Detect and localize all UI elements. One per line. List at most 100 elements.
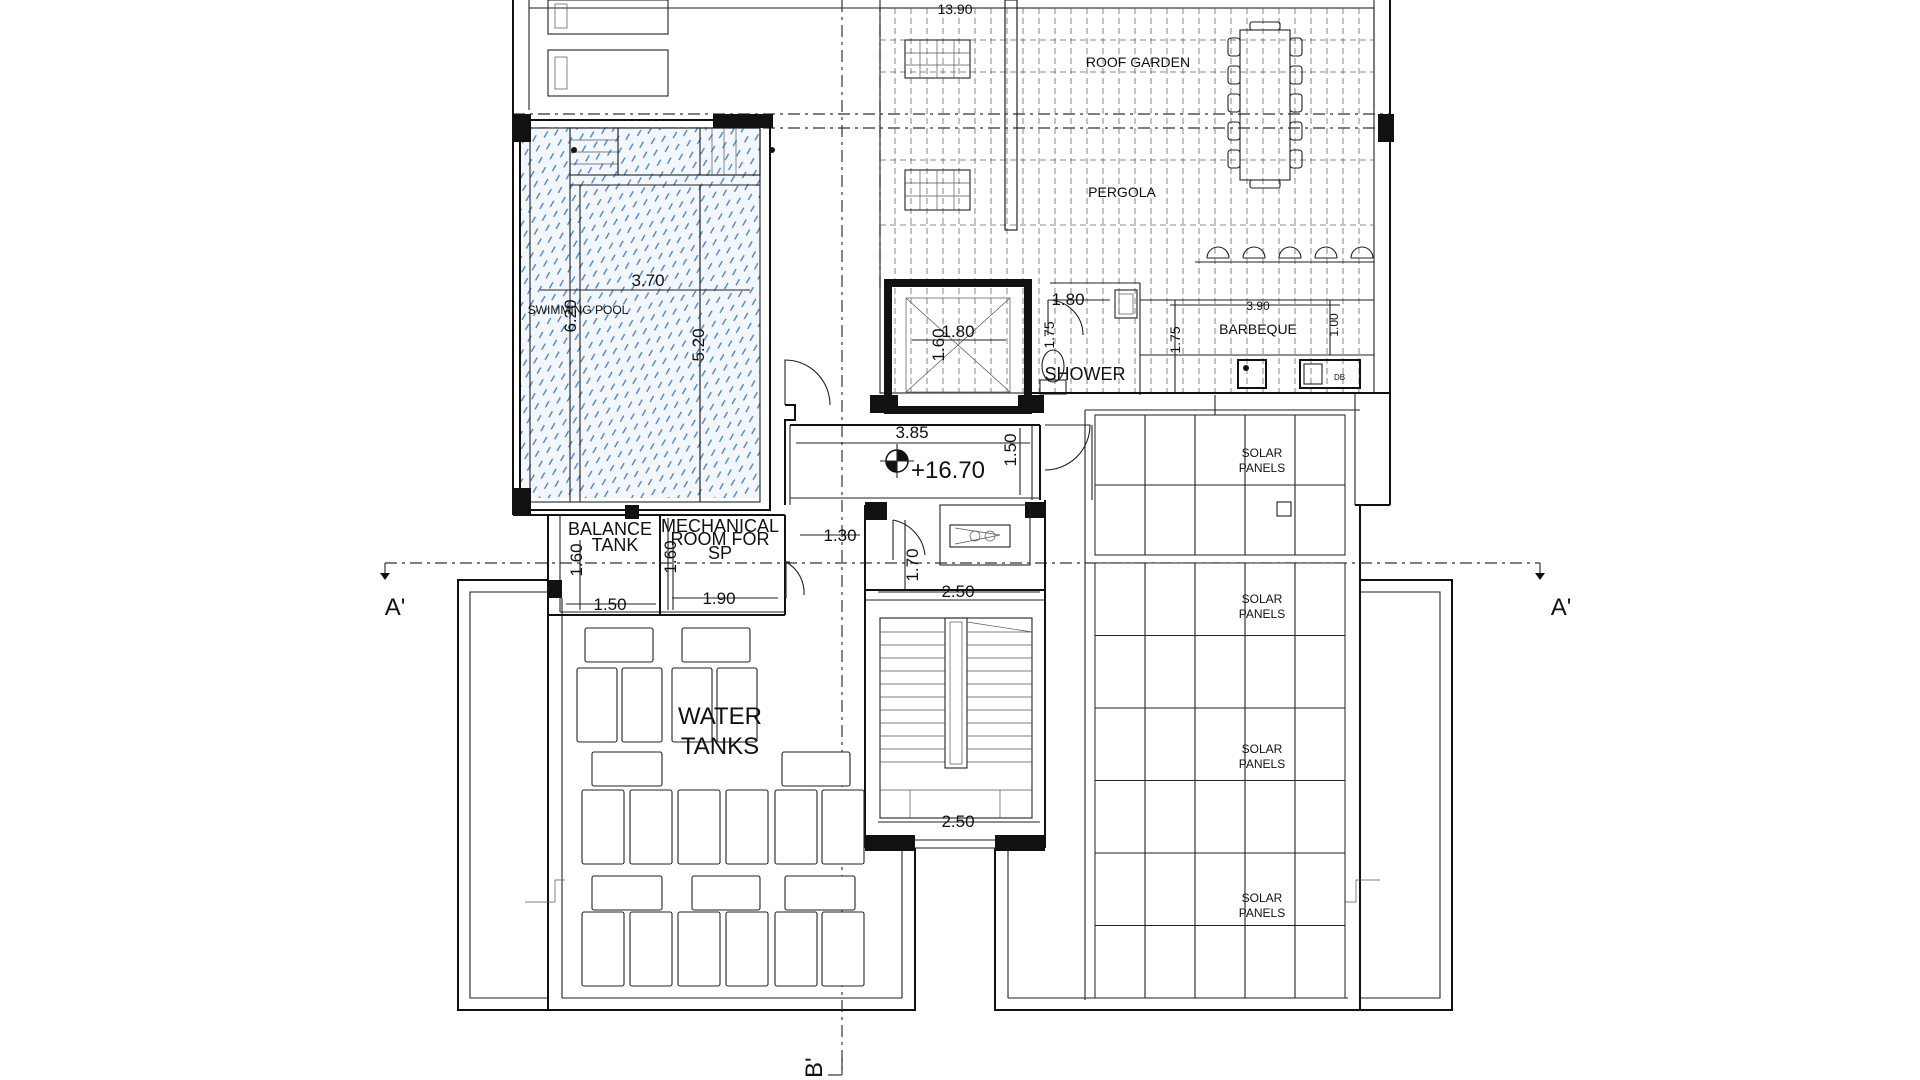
lift-shaft: 1.80 1.60: [870, 279, 1044, 414]
chair: [1289, 149, 1303, 169]
dim-mech-depth: 1.60: [661, 540, 680, 573]
water-tank: [774, 789, 818, 865]
dim-shower-width: 1.80: [1051, 290, 1084, 309]
chair: [1289, 37, 1303, 57]
balance-tank-label-1: BALANCE: [568, 519, 652, 539]
solar-panels-4-label-2: PANELS: [1239, 906, 1285, 920]
water-tank: [581, 911, 625, 987]
bar-stool: [1350, 246, 1374, 259]
chair: [1249, 179, 1281, 189]
landing: 3.85 1.50 +16.70: [784, 359, 1093, 505]
water-tank: [629, 911, 673, 987]
barbeque-label: BARBEQUE: [1219, 321, 1297, 337]
water-tank: [584, 627, 654, 663]
balance-tank-label-2: TANK: [592, 535, 639, 555]
dim-bbq-width: 3.90: [1246, 299, 1270, 313]
chair: [1289, 65, 1303, 85]
water-tank: [671, 667, 713, 743]
chair: [1227, 121, 1241, 141]
section-marker-bottom: B': [801, 1057, 828, 1078]
dim-landing-width: 3.85: [895, 423, 928, 442]
water-tank: [774, 911, 818, 987]
water-tank: [725, 911, 769, 987]
section-marker-left: A': [385, 594, 406, 621]
solar-panels-1-label-1: SOLAR: [1242, 446, 1283, 460]
pergola-area: ROOF GARDEN PERGOLA 13.90: [879, 0, 1375, 394]
lounger-top: [904, 39, 971, 79]
dim-pool-length-outer: 6.20: [561, 299, 580, 332]
dim-pool-length-inner: 5.20: [689, 328, 708, 361]
shower-label: SHOWER: [1045, 364, 1126, 384]
shower-area: 1.80 1.75 SHOWER: [1039, 282, 1141, 395]
water-tank: [576, 667, 618, 743]
solar-panels-2-label-1: SOLAR: [1242, 592, 1283, 606]
dim-pool-width: 3.70: [631, 271, 664, 290]
level-marker: +16.70: [911, 457, 985, 484]
section-marker-right: A': [1551, 594, 1572, 621]
chair: [1289, 121, 1303, 141]
dim-lift-depth: 1.60: [929, 328, 948, 361]
solar-panels-3-label-2: PANELS: [1239, 757, 1285, 771]
water-tank: [691, 875, 761, 911]
dim-stair-void: 1.70: [903, 548, 922, 581]
solar-panels-4-label-1: SOLAR: [1242, 891, 1283, 905]
dim-lift-width: 1.80: [941, 322, 974, 341]
bar-stool: [1314, 246, 1338, 259]
barbeque-area: 3.90 BARBEQUE 1.75 1.00 DB: [1028, 299, 1390, 420]
bar-stool: [1278, 246, 1302, 259]
water-tanks-label-1: WATER: [678, 703, 762, 730]
water-tank: [621, 667, 663, 743]
roof-garden-label: ROOF GARDEN: [1086, 54, 1190, 70]
right-planter: [994, 505, 1453, 1011]
bar-stool: [1206, 246, 1230, 259]
mech-room-label-2: ROOM FOR: [671, 529, 770, 549]
water-tank: [781, 751, 851, 787]
mech-room-label-1: MECHANICAL: [661, 516, 779, 536]
dim-bbq-depth-right: 1.00: [1327, 313, 1341, 337]
dim-bbq-depth-left: 1.75: [1167, 326, 1183, 353]
dim-balance-depth: 1.60: [567, 543, 586, 576]
solar-panels-2-label-2: PANELS: [1239, 607, 1285, 621]
water-tank: [821, 789, 865, 865]
chair: [1289, 93, 1303, 113]
water-tanks-area: WATER TANKS: [576, 627, 865, 987]
staircase: 2.50 2.50: [864, 500, 1046, 851]
water-tank: [581, 789, 625, 865]
water-tanks-label-2: TANKS: [681, 733, 759, 760]
dim-stair-width-top: 2.50: [941, 582, 974, 601]
water-tank: [821, 911, 865, 987]
solar-panels-1-label-2: PANELS: [1239, 461, 1285, 475]
water-tank: [716, 667, 758, 743]
swimming-pool: 3.70 SWIMMING POOL 6.20 5.20: [513, 114, 1394, 519]
dim-mech-width: 1.90: [702, 589, 735, 608]
left-planter: [457, 515, 916, 1011]
dim-top-width: 13.90: [937, 1, 972, 17]
lounger-bottom: [904, 169, 971, 211]
water-tank: [784, 875, 856, 911]
water-tank: [591, 751, 663, 787]
dim-landing-small: 1.30: [823, 526, 856, 545]
chair: [1227, 93, 1241, 113]
swimming-pool-label: SWIMMING POOL: [528, 303, 629, 317]
dim-stair-width-bottom: 2.50: [941, 812, 974, 831]
water-tank: [591, 875, 663, 911]
pergola-label: PERGOLA: [1088, 184, 1156, 200]
dim-landing-depth: 1.50: [1001, 433, 1020, 466]
bar-stool: [1242, 246, 1266, 259]
water-tank: [681, 627, 751, 663]
service-rooms: BALANCE TANK MECHANICAL ROOM FOR SP 1.60…: [547, 502, 1045, 616]
bar-stools: [1195, 246, 1374, 263]
water-tank: [677, 789, 721, 865]
solar-panels-area: SOLAR PANELS SOLAR PANELS SOLAR PANELS S…: [1084, 409, 1360, 1000]
chair: [1227, 37, 1241, 57]
chair: [1227, 65, 1241, 85]
chair: [1227, 149, 1241, 169]
dim-shower-depth: 1.75: [1041, 321, 1057, 348]
db-box-label: DB: [1334, 373, 1345, 382]
water-tank: [629, 789, 673, 865]
chair: [1249, 21, 1281, 31]
dining-table: [1227, 21, 1303, 189]
water-tank: [677, 911, 721, 987]
water-tank: [725, 789, 769, 865]
